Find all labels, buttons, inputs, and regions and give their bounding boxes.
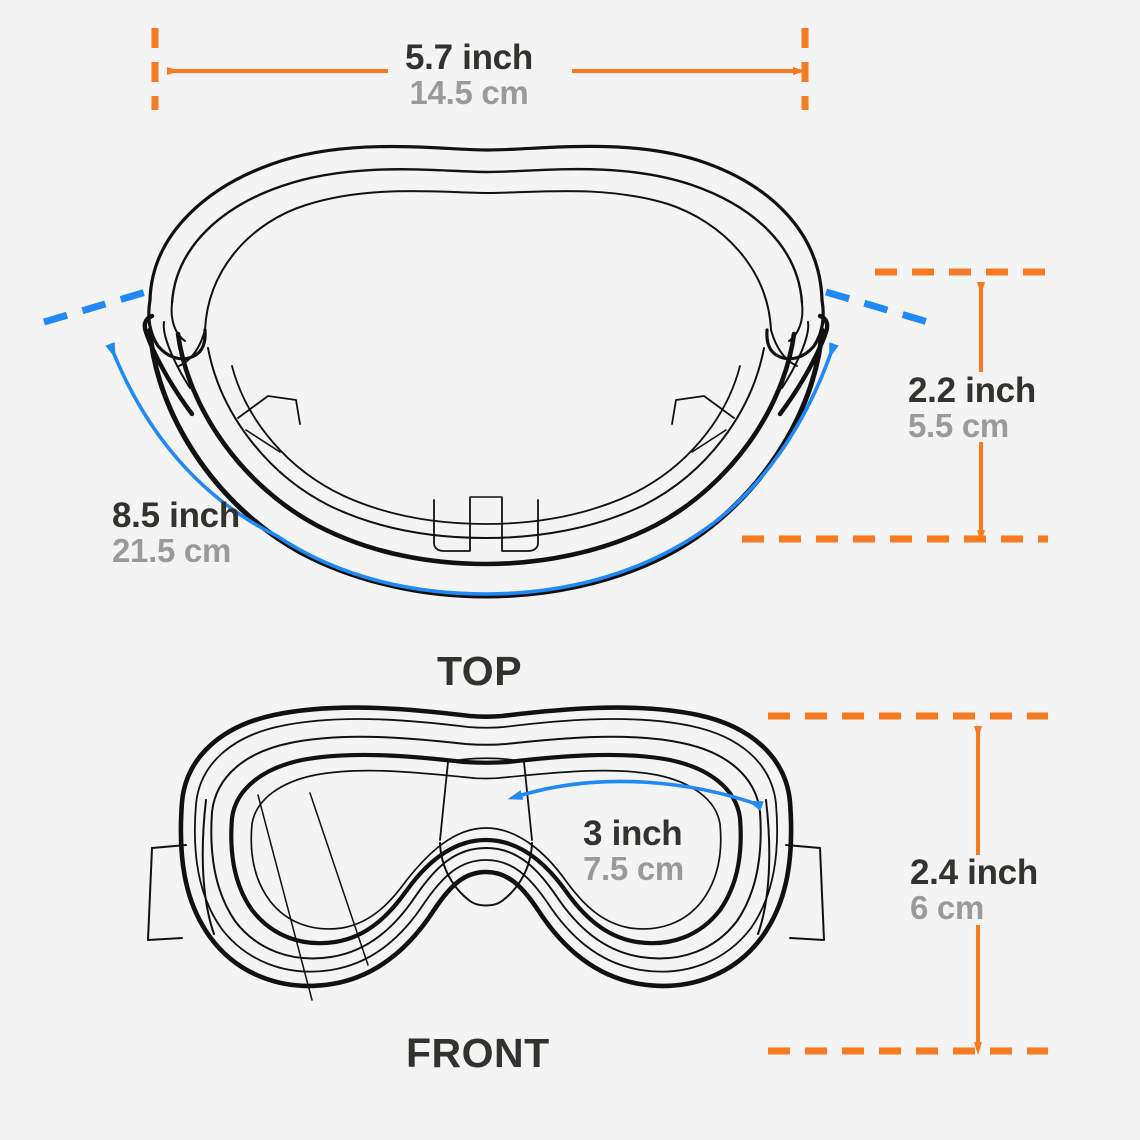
top-right-hinge-outer [765, 298, 825, 361]
front-bridge-top [447, 757, 525, 763]
front-view-label: FRONT [406, 1030, 550, 1076]
top-nose-notch-right [501, 497, 539, 552]
depth-metric-value: 5.5 cm [908, 407, 1009, 445]
front-lens-interior [250, 769, 722, 930]
front-left-ridge [201, 799, 215, 935]
front-left-strap-tab [147, 844, 187, 941]
dimension-bridge [507, 779, 764, 811]
width-metric-value: 14.5 cm [409, 74, 529, 112]
circumference-arc-right [276, 342, 839, 596]
top-right-vent [671, 395, 735, 425]
front-frame-second [193, 718, 779, 973]
dimension-height [768, 712, 1048, 1055]
top-foam-innermost-curve [231, 365, 741, 525]
height-imperial-value: 2.4 inch [910, 853, 1038, 892]
circumference-arc-left [105, 342, 278, 538]
circumference-dimension-label: 8.5 inch 21.5 cm [112, 496, 240, 570]
front-right-strap-tab [785, 844, 825, 941]
top-lens-top-edge [204, 190, 772, 331]
front-bridge-strut-left [439, 761, 449, 841]
circumference-metric-value: 21.5 cm [112, 532, 231, 570]
top-left-strap-tip-inner [162, 321, 191, 389]
dimension-circumference [43, 288, 929, 596]
depth-imperial-value: 2.2 inch [908, 371, 1036, 410]
front-view-goggle-drawing [147, 705, 825, 1001]
dimension-depth [742, 268, 1048, 543]
top-left-vent [237, 395, 301, 425]
front-frame-inner-foam [210, 735, 762, 960]
width-dimension-label: 5.7 inch 14.5 cm [405, 38, 533, 112]
top-left-hinge-outer [147, 298, 207, 361]
top-outer-band-upper [148, 144, 824, 302]
height-metric-value: 6 cm [910, 889, 985, 927]
front-reflection-streak-2 [309, 792, 369, 966]
bridge-arc-arrow [507, 779, 764, 811]
top-left-hinge-inner [170, 302, 186, 342]
front-reflection-streak-1 [257, 794, 313, 1001]
circumference-guide-left [43, 288, 147, 326]
top-view-label: TOP [437, 648, 523, 694]
front-right-ridge [757, 799, 771, 935]
top-left-strap-tip [142, 313, 195, 417]
bridge-dimension-label: 3 inch 7.5 cm [583, 814, 684, 888]
bridge-metric-value: 7.5 cm [583, 850, 684, 888]
top-left-vent-line [245, 429, 281, 453]
top-foam-middle-curve [175, 331, 797, 567]
top-right-hinge-detail [770, 329, 798, 367]
front-frame-outer [178, 705, 794, 989]
top-right-vent-line [691, 429, 727, 453]
width-imperial-value: 5.7 inch [405, 38, 533, 77]
front-lens-edge [229, 752, 743, 946]
dimension-width [151, 28, 809, 110]
top-inner-band-upper [170, 167, 804, 305]
depth-dimension-label: 2.2 inch 5.5 cm [908, 371, 1036, 445]
top-foam-inner-curve [207, 347, 765, 539]
circumference-imperial-value: 8.5 inch [112, 496, 240, 535]
bridge-imperial-value: 3 inch [583, 814, 683, 853]
top-right-strap-tip [777, 313, 830, 417]
top-nose-notch-left [433, 497, 471, 552]
top-right-strap-tip-inner [781, 321, 810, 389]
height-dimension-label: 2.4 inch 6 cm [910, 853, 1038, 927]
circumference-guide-right [825, 288, 929, 326]
front-nose-cutout [439, 842, 533, 907]
